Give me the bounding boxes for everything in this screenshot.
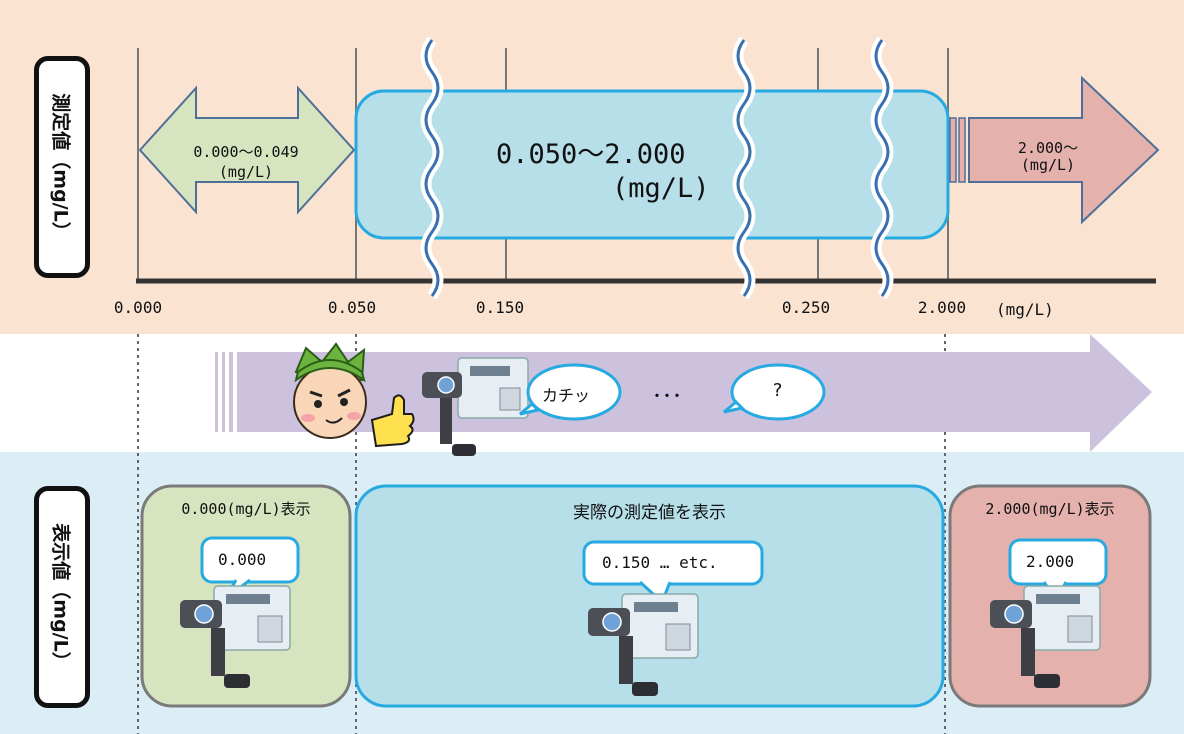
mid-range-line1: 0.050～2.000 [496, 139, 686, 170]
bubble-click-text: カチッ [542, 386, 591, 405]
display-box-mid-title-wrap: 実際の測定値を表示 [356, 486, 943, 526]
value-bubble-mid [582, 540, 764, 605]
low-range-line1: 0.000～0.049 [193, 143, 299, 161]
device-image-mid [588, 593, 699, 696]
measured-value-label: 測定値（mg/L） [34, 56, 90, 278]
displayed-value-label-text: 表示値（mg/L） [49, 523, 72, 671]
mid-range-text: 0.050～2.000 (mg/L) [480, 138, 740, 206]
low-range-text: 0.000～0.049 (mg/L) [176, 142, 316, 182]
value-bubble-low-text: 0.000 [218, 550, 267, 569]
value-bubble-high-text: 2.000 [1026, 552, 1075, 571]
low-range-line2: (mg/L) [218, 163, 274, 181]
tick-label-2000: 2.000 [917, 298, 967, 317]
bubble-question [723, 363, 826, 421]
tick-label-0250: 0.250 [781, 298, 831, 317]
display-box-high-title: 2.000(mg/L)表示 [985, 500, 1115, 518]
bubble-question-text: ? [772, 380, 783, 401]
tick-label-0150: 0.150 [475, 298, 525, 317]
high-range-line2: (mg/L) [1020, 156, 1076, 174]
display-box-low-title-wrap: 0.000(mg/L)表示 [142, 486, 350, 526]
value-bubble-mid-text: 0.150 … etc. [602, 553, 718, 572]
display-box-low-title: 0.000(mg/L)表示 [181, 500, 311, 518]
axis-unit-label: (mg/L) [996, 300, 1054, 319]
wave-break-3 [874, 39, 890, 297]
tick-label-0000: 0.000 [113, 298, 163, 317]
displayed-value-label: 表示値（mg/L） [34, 486, 90, 708]
high-range-arrow [949, 75, 1160, 225]
mascot-character [293, 342, 367, 439]
high-range-text: 2.000～ (mg/L) [1000, 140, 1096, 174]
wave-break-2 [736, 39, 752, 297]
waiting-dots: ･･･ [652, 384, 682, 408]
mid-range-line2: (mg/L) [612, 173, 710, 204]
low-range-arrow [138, 85, 356, 215]
display-box-mid-title: 実際の測定値を表示 [573, 503, 726, 523]
display-box-high-title-wrap: 2.000(mg/L)表示 [950, 486, 1150, 526]
thumbs-up-hand [370, 394, 415, 448]
bubble-click [519, 363, 622, 421]
device-image-high [990, 585, 1101, 688]
tick-label-0050: 0.050 [327, 298, 377, 317]
device-image-timeline [422, 357, 529, 456]
wave-break-1 [424, 39, 440, 297]
mid-range-box [354, 89, 950, 240]
device-image-low [180, 585, 291, 688]
measured-value-label-text: 測定値（mg/L） [49, 93, 72, 241]
high-range-line1: 2.000～ [1017, 139, 1079, 157]
